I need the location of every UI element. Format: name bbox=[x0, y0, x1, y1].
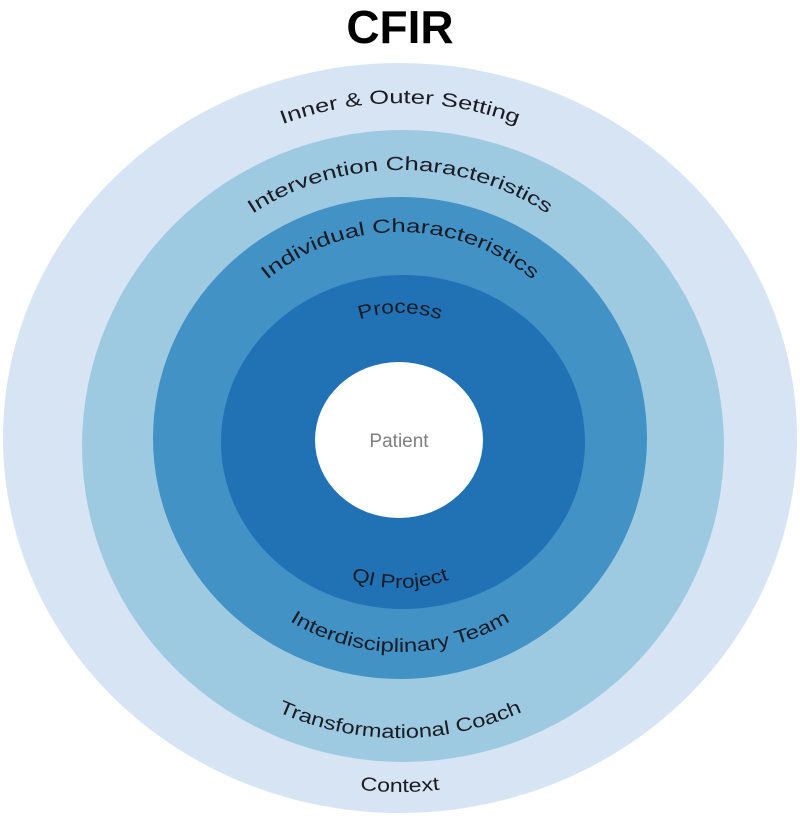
label-context: Context bbox=[360, 774, 442, 797]
center-circle bbox=[315, 362, 483, 518]
label-context-path: Context bbox=[360, 774, 442, 797]
diagram-title: CFIR bbox=[346, 1, 454, 53]
label-patient: Patient bbox=[369, 431, 429, 452]
